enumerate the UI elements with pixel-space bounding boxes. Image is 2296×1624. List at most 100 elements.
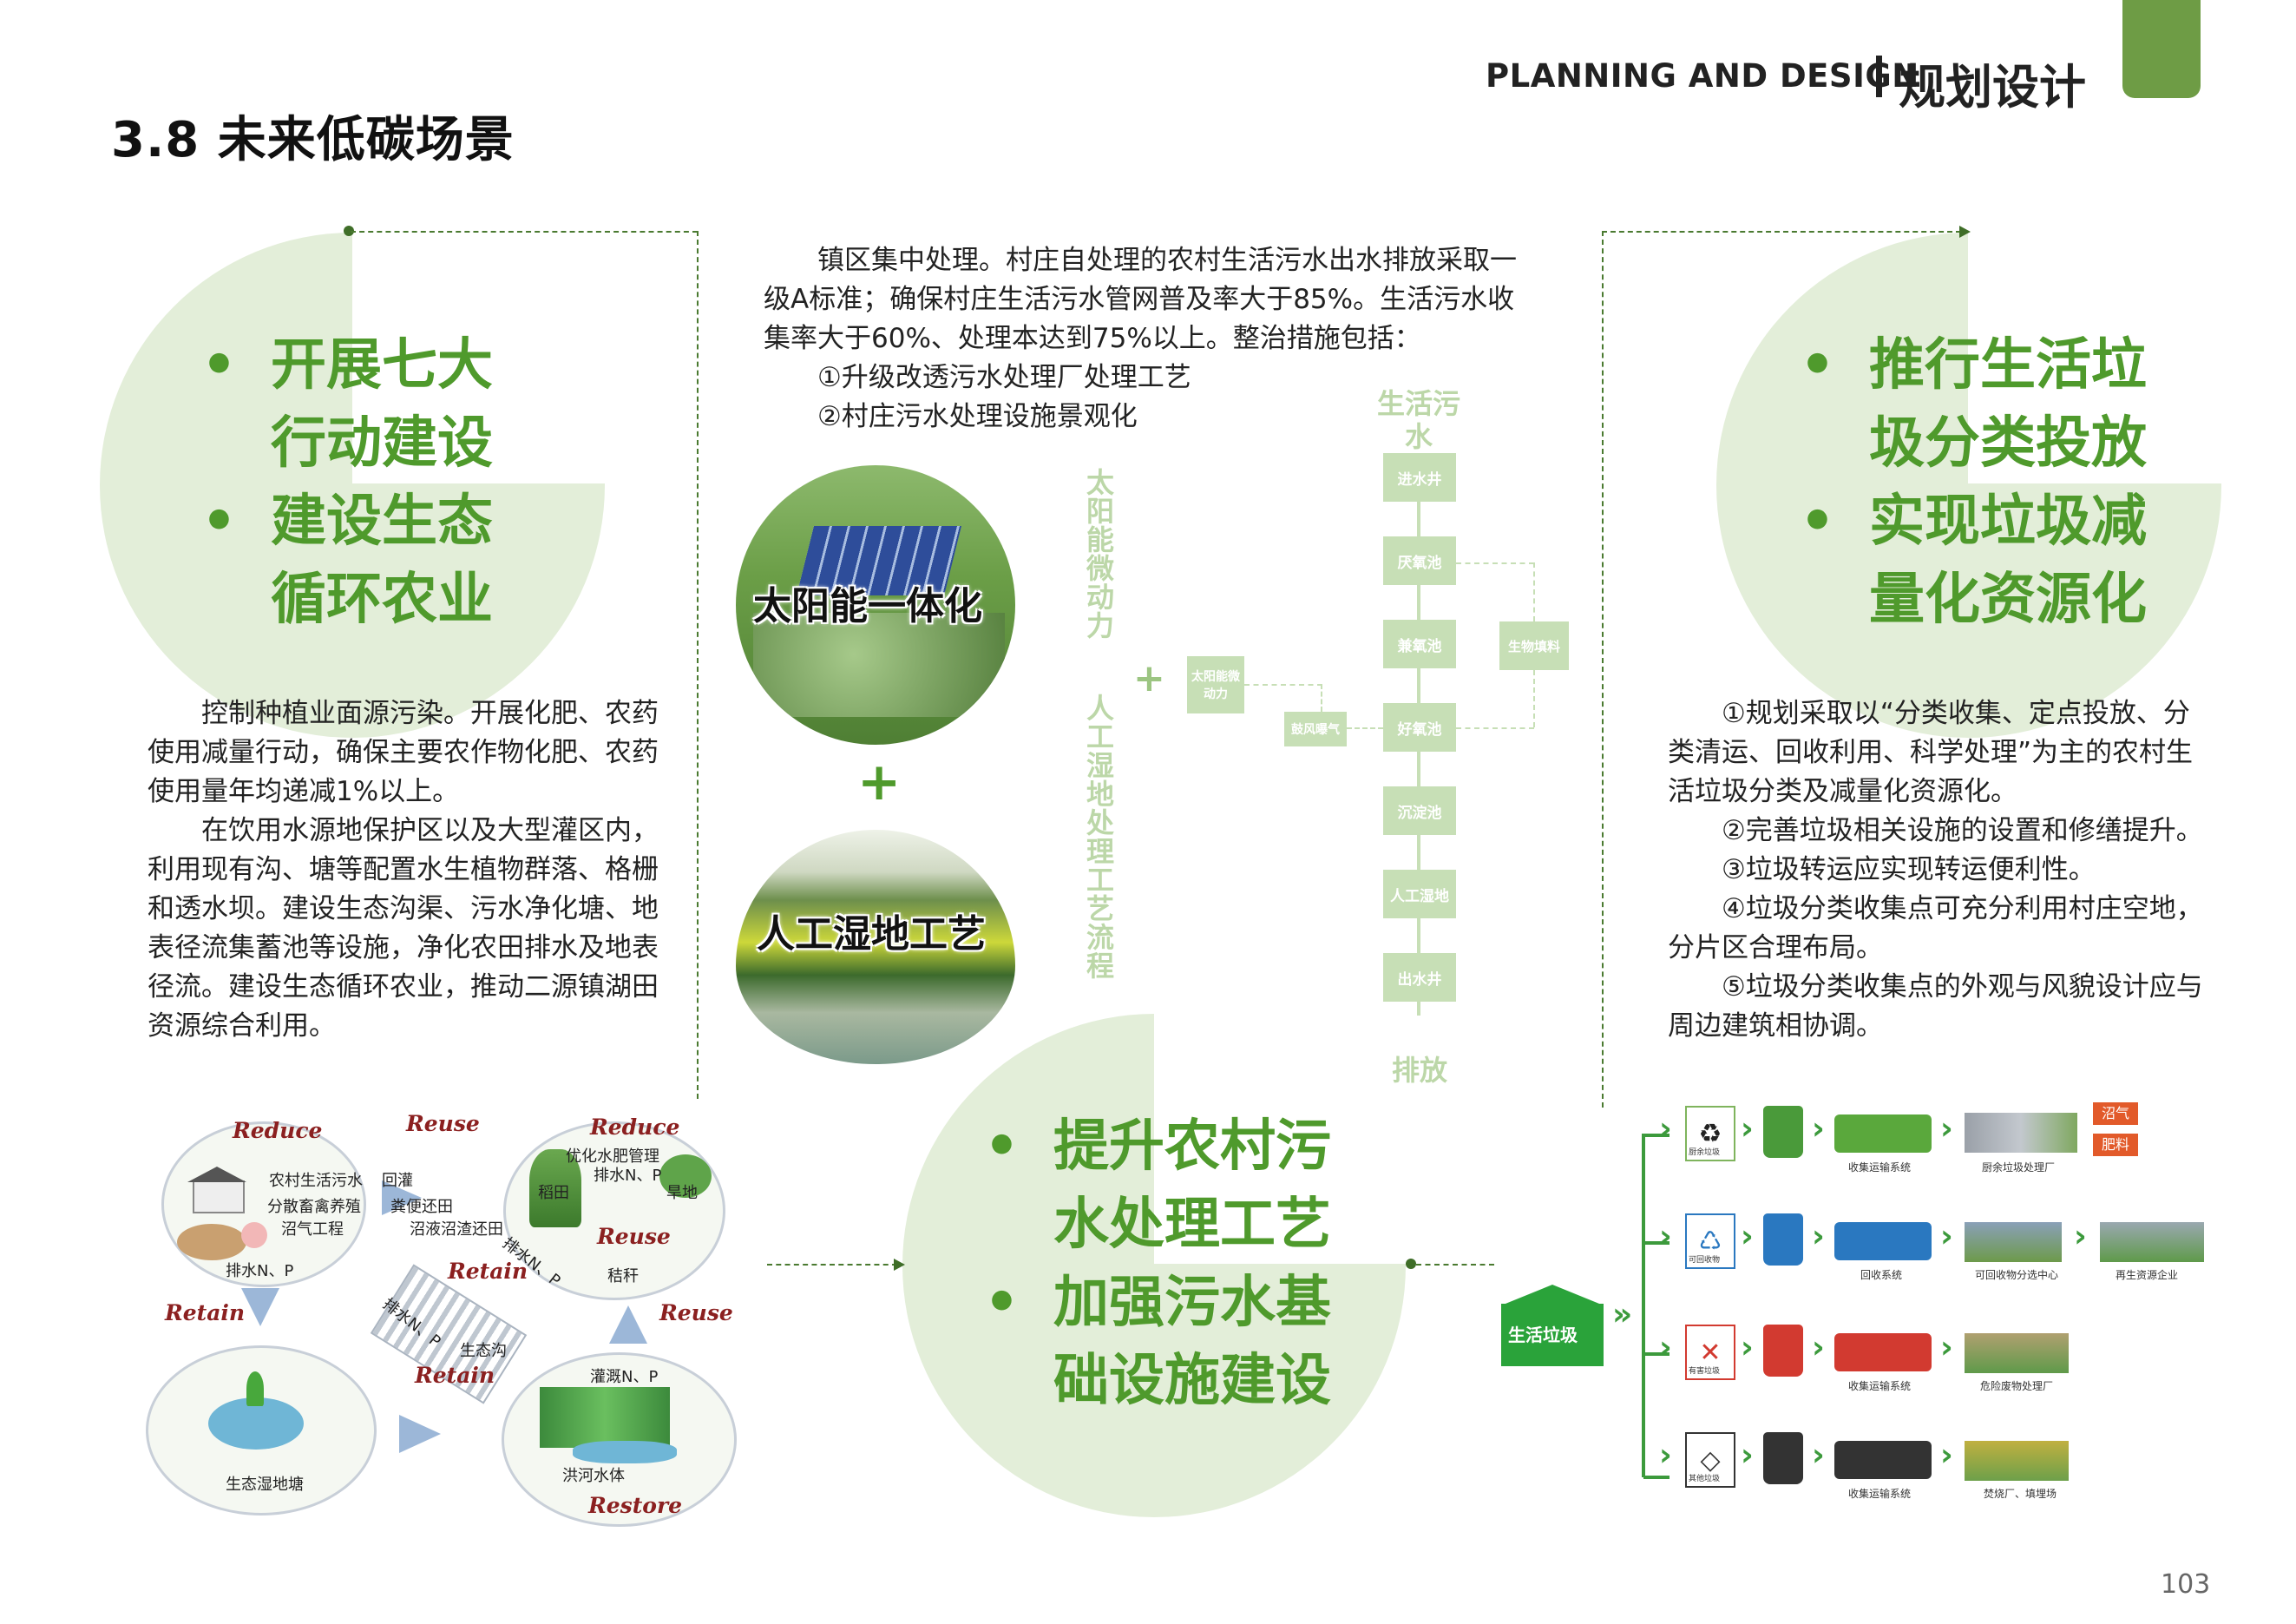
middle-bullet-1: • 提升农村污 水处理工艺: [981, 1108, 1331, 1264]
destination-label: 危险废物处理厂: [1980, 1380, 2054, 1392]
flow-vertical-title-2: 人工湿地处理工艺流程: [1086, 692, 1114, 983]
connector-line: [351, 231, 698, 233]
label-irrigation-np: 灌溉N、P: [590, 1368, 659, 1386]
right-circle-cutout: [1968, 227, 2228, 483]
waste-sorting-diagram: 生活垃圾 » › ♻ 厨余垃圾 › › 收集运输系统 › 厨余垃圾处理厂 沼气 …: [1501, 1102, 2221, 1519]
flow-step-settling: 沉淀池: [1383, 786, 1456, 835]
arrow-up-icon: [609, 1305, 647, 1344]
label-wetland-pond: 生态湿地塘: [226, 1476, 304, 1494]
label-reuse: Reuse: [406, 1111, 480, 1136]
fertilizer-tag: 肥料: [2093, 1134, 2138, 1156]
label-paddy: 稻田: [538, 1184, 569, 1202]
flow-dash: [1533, 670, 1535, 727]
arrow-right-icon: [399, 1415, 441, 1453]
solar-photo: [736, 465, 1015, 745]
flow-dash: [1321, 684, 1322, 712]
connector-dot: [1406, 1259, 1416, 1269]
flow-step-outlet: 出水井: [1383, 953, 1456, 1002]
chevron-right-icon: ›: [1741, 1111, 1754, 1147]
recyclable-label: 可回收物: [1689, 1256, 1721, 1265]
chevron-right-icon: ›: [1940, 1111, 1953, 1147]
flow-dash: [1533, 562, 1535, 621]
recyclable-icon: ♺: [1685, 1213, 1735, 1269]
truck-label: 收集运输系统: [1848, 1161, 1912, 1174]
right-paragraph-5: ⑤垃圾分类收集点的外观与风貌设计应与周边建筑相协调。: [1668, 971, 2203, 1042]
final-destination-label: 再生资源企业: [2116, 1269, 2179, 1281]
connector-arrow-icon: [1959, 226, 1971, 238]
middle-intro: 镇区集中处理。村庄自处理的农村生活污水出水排放采取一级A标准；确保村庄生活污水管…: [764, 245, 1517, 354]
label-reduce: Reduce: [590, 1114, 680, 1140]
chevron-right-icon: ›: [1812, 1330, 1825, 1365]
flow-end-label: 排放: [1392, 1054, 1448, 1087]
destination-label: 焚烧厂、填埋场: [1984, 1488, 2057, 1500]
middle-body-text: 镇区集中处理。村庄自处理的农村生活污水出水排放采取一级A标准；确保村庄生活污水管…: [764, 241, 1527, 437]
label-straw: 秸秆: [607, 1267, 639, 1285]
connector-line: [1602, 231, 1961, 233]
connector-line: [767, 1264, 897, 1266]
label-sewage: 农村生活污水: [269, 1172, 363, 1190]
recycling-company-icon: [2100, 1222, 2204, 1262]
wetland-photo-label: 人工湿地工艺: [757, 912, 986, 957]
label-ditch: 生态沟: [460, 1342, 507, 1360]
arrow-right-icon: [382, 1180, 422, 1215]
flow-step-inlet: 进水井: [1383, 453, 1456, 502]
arrow-down-icon: [241, 1288, 279, 1326]
label-river: 洪河水体: [562, 1467, 625, 1485]
flow-dash: [1244, 684, 1322, 686]
left-body-text: 控制种植业面源污染。开展化肥、农药使用减量行动，确保主要农作物化肥、农药使用量年…: [148, 694, 659, 1046]
branch-line: [1643, 1134, 1670, 1137]
label-livestock: 分散畜禽养殖: [267, 1198, 361, 1216]
label-biogas: 沼气工程: [281, 1220, 344, 1239]
green-truck-icon: [1834, 1114, 1932, 1153]
label-reuse: Reuse: [597, 1224, 671, 1249]
connector-line: [1602, 231, 1604, 1108]
chevron-right-icon: ›: [1659, 1437, 1672, 1473]
chevron-right-icon: ›: [1940, 1437, 1953, 1473]
destination-label: 可回收物分选中心: [1975, 1269, 2059, 1281]
header-chinese-title: 规划设计: [1899, 60, 2086, 115]
label-restore: Restore: [588, 1493, 683, 1518]
river-water-icon: [573, 1441, 677, 1463]
page-number: 103: [2161, 1569, 2211, 1600]
bullet-dot-icon: •: [1800, 333, 1835, 398]
connector-dot: [344, 226, 354, 236]
livestock-icon: [177, 1224, 246, 1260]
right-paragraph-1: ①规划采取以“分类收集、定点投放、分类清运、回收利用、科学处理”为主的农村生活垃…: [1668, 698, 2194, 807]
cabbage-icon: [659, 1154, 712, 1198]
branch-line: [1643, 1241, 1670, 1245]
left-bullet-1: • 开展七大 行动建设: [198, 326, 493, 483]
right-paragraph-4: ④垃圾分类收集点可充分利用村庄空地，分片区合理布局。: [1668, 893, 2203, 963]
kitchen-waste-label: 厨余垃圾: [1689, 1148, 1721, 1157]
middle-bullet-list: • 提升农村污 水处理工艺 • 加强污水基 础设施建设: [981, 1108, 1331, 1420]
right-bullet-1: • 推行生活垃 圾分类投放: [1796, 326, 2147, 483]
flow-vertical-title-1: 太阳能微动力: [1086, 466, 1114, 642]
waste-source-box: 生活垃圾: [1501, 1285, 1609, 1366]
green-bin-icon: [1763, 1106, 1803, 1158]
label-reduce: Reduce: [233, 1118, 323, 1143]
waste-source-label: 生活垃圾: [1508, 1325, 1578, 1345]
corner-tab: [2122, 0, 2201, 98]
branch-line: [1643, 1352, 1670, 1356]
flow-biofilm-box: 生物填料: [1499, 621, 1569, 670]
truck-label: 收集运输系统: [1848, 1488, 1912, 1500]
label-drain-np: 排水N、P: [226, 1262, 294, 1280]
flow-dash: [1456, 562, 1534, 564]
biogas-tag: 沼气: [2093, 1102, 2138, 1125]
kitchen-plant-icon: [1965, 1113, 2077, 1153]
label-retain: Retain: [448, 1259, 528, 1284]
chevron-right-icon: ›: [2074, 1219, 2087, 1254]
flow-solar-box: 太阳能微动力: [1187, 656, 1244, 713]
branch-line: [1643, 1476, 1670, 1479]
branch-line: [1642, 1134, 1645, 1477]
flow-step-wetland: 人工湿地: [1383, 870, 1456, 918]
chevron-right-icon: ›: [1659, 1330, 1672, 1365]
river-vegetation-icon: [540, 1387, 670, 1448]
plus-icon: +: [857, 752, 902, 812]
label-reuse: Reuse: [659, 1300, 733, 1325]
connector-arrow-icon: [894, 1259, 905, 1271]
truck-label: 回收系统: [1860, 1269, 1903, 1281]
chevron-right-icon: ›: [1812, 1219, 1825, 1254]
left-bullet-list: • 开展七大 行动建设 • 建设生态 循环农业: [198, 326, 493, 639]
sprout-icon: [246, 1371, 264, 1406]
middle-item-1: ①升级改透污水处理厂处理工艺: [817, 362, 1191, 393]
